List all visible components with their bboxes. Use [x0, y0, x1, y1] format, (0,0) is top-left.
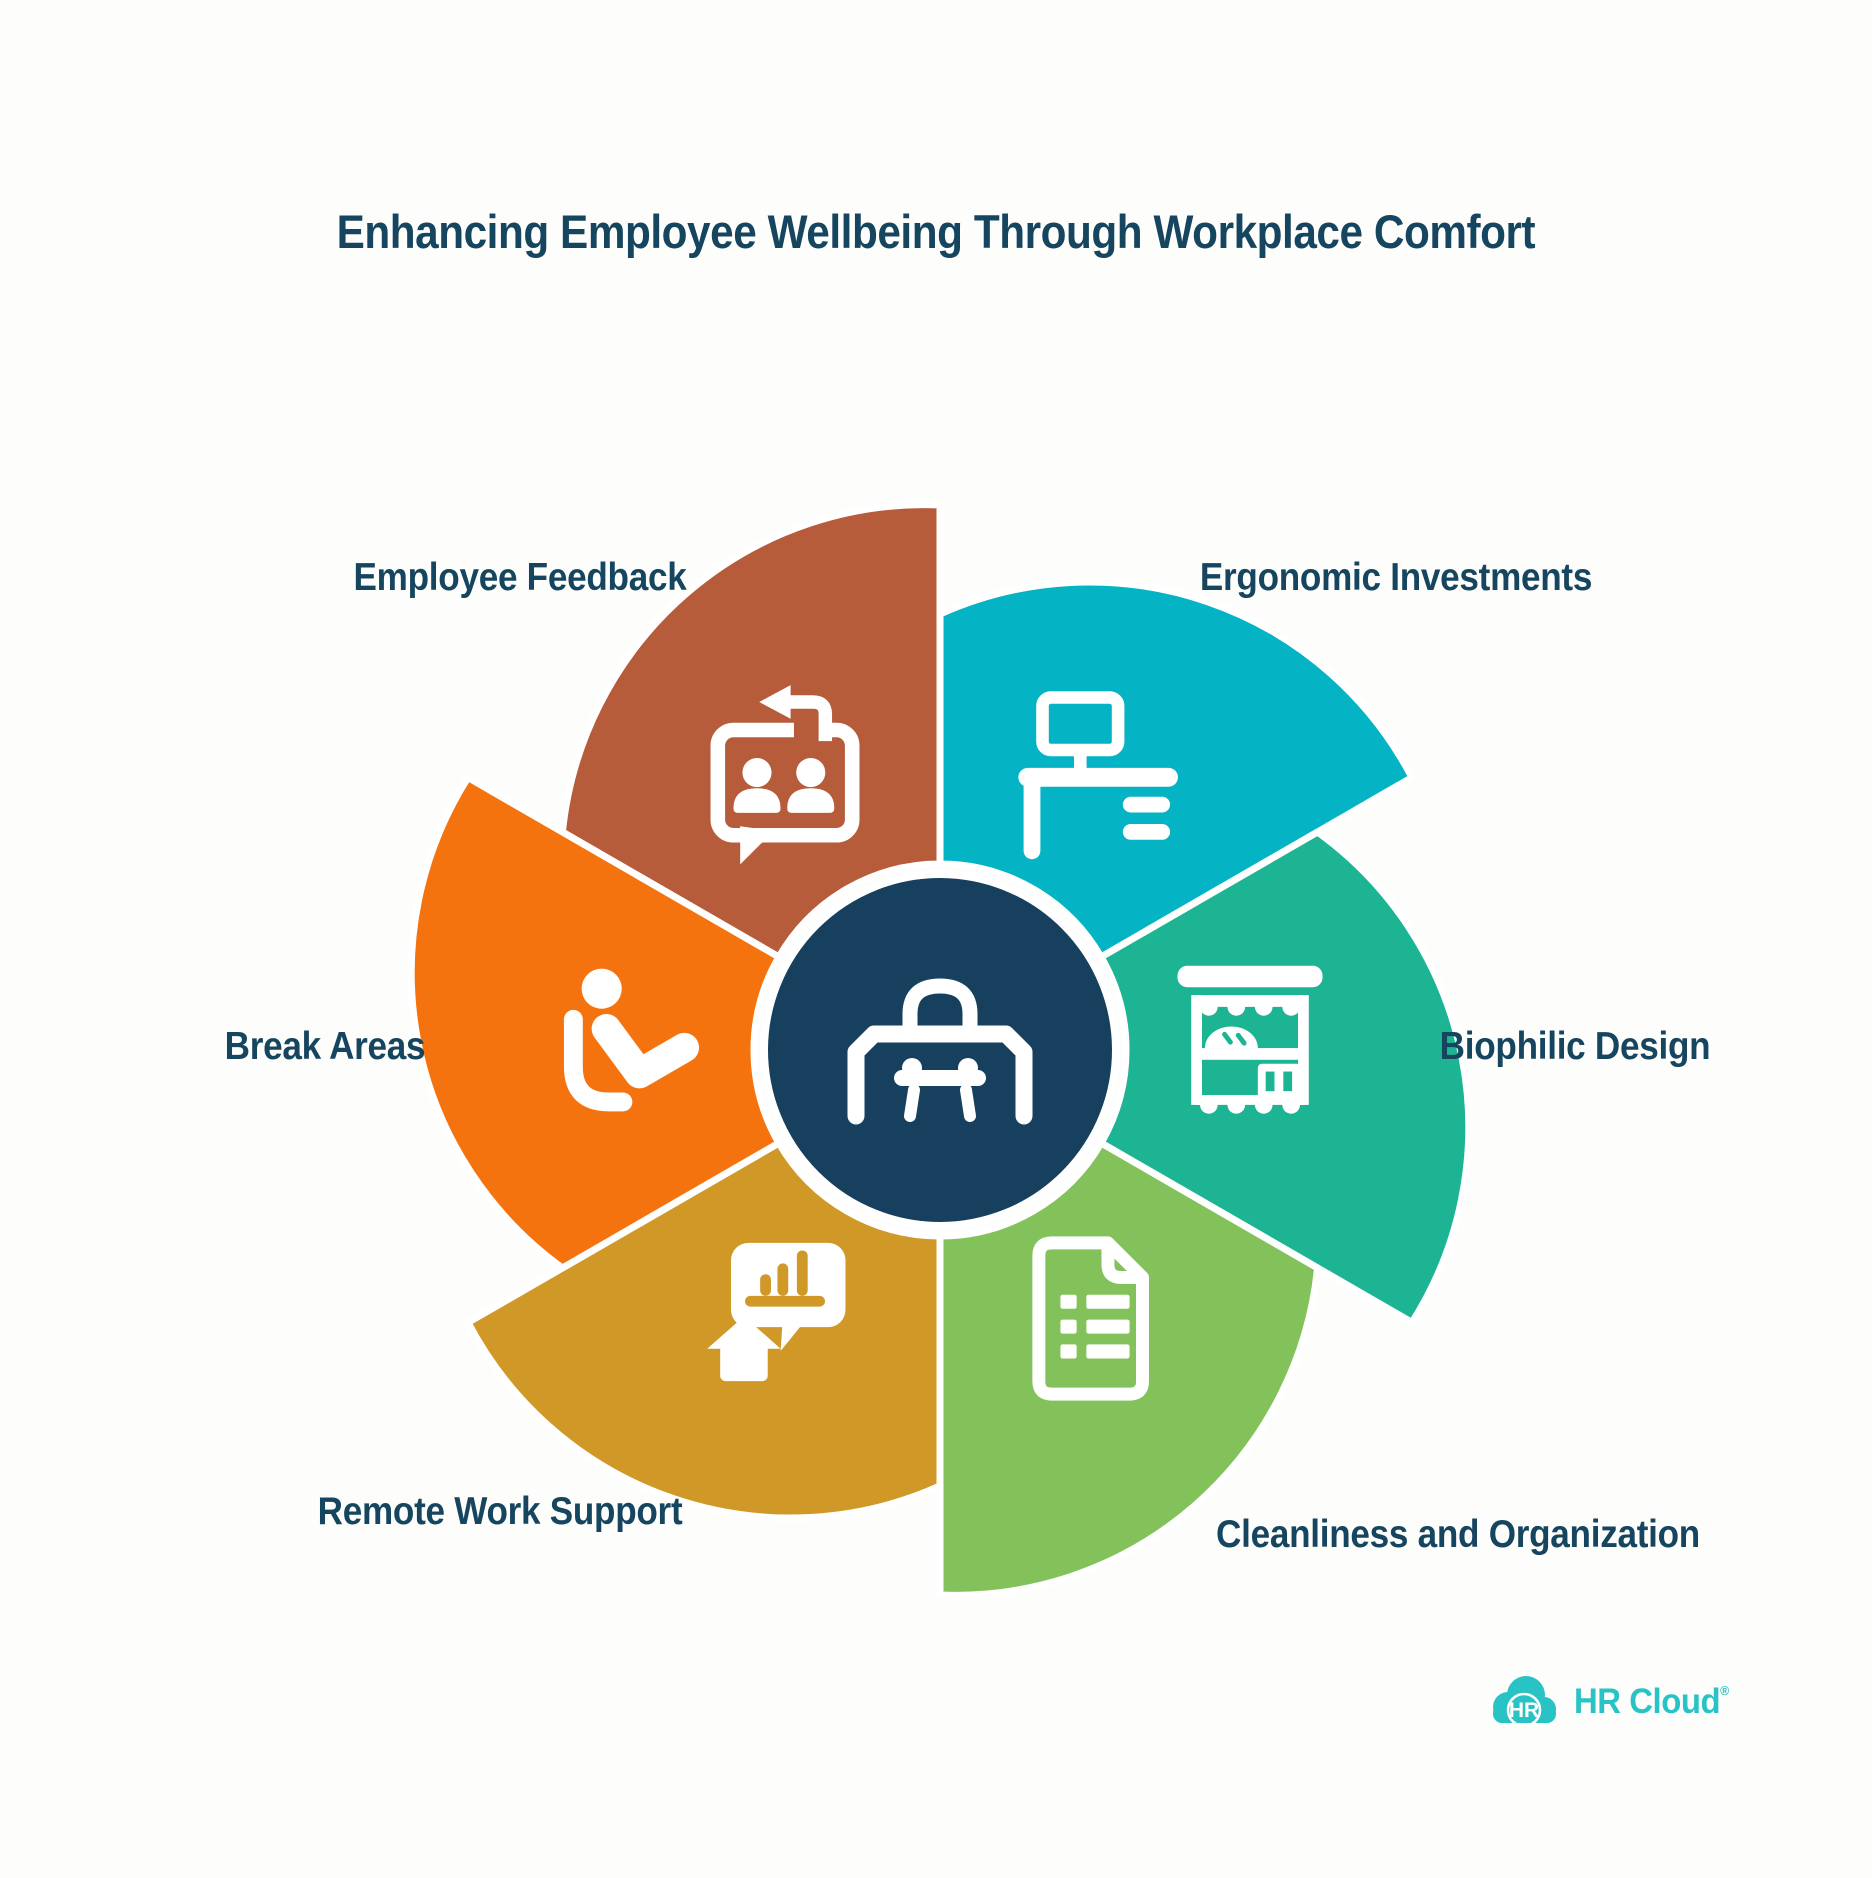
hr-cloud-logo: HR HR Cloud® [1486, 1672, 1739, 1732]
brand-name: HR Cloud [1574, 1682, 1721, 1721]
segment-label-ergonomic-investments: Ergonomic Investments [1199, 556, 1593, 599]
segment-label-remote-work-support: Remote Work Support [317, 1490, 683, 1533]
segment-shape-ergonomic-investments [936, 578, 1416, 961]
hr-badge-text: HR [1509, 1699, 1539, 1722]
hr-cloud-wordmark: HR Cloud® [1574, 1682, 1729, 1722]
biophilic-window-icon [1177, 965, 1323, 1114]
center-hub-circle [760, 870, 1120, 1230]
remote-work-icon [707, 1242, 846, 1382]
segment-label-employee-feedback: Employee Feedback [353, 556, 687, 599]
infographic-title: Enhancing Employee Wellbeing Through Wor… [336, 205, 1536, 258]
segment-shape-remote-work-support [464, 1139, 944, 1522]
break-area-icon [563, 968, 700, 1112]
workspace-desk-icon [847, 978, 1033, 1125]
registered-mark: ® [1720, 1683, 1729, 1698]
segment-label-break-areas: Break Areas [224, 1025, 426, 1068]
feedback-chat-icon [710, 685, 860, 865]
ergonomic-desk-icon [1018, 691, 1178, 860]
segment-label-cleanliness-and-organization: Cleanliness and Organization [1216, 1513, 1700, 1556]
cleanliness-checklist-icon [1032, 1236, 1150, 1401]
hr-cloud-badge-icon: HR [1493, 1676, 1556, 1728]
cloud-icon [1493, 1676, 1556, 1728]
segment-label-biophilic-design: Biophilic Design [1439, 1025, 1711, 1068]
wellbeing-pinwheel-diagram [407, 501, 1473, 1599]
page-title: Enhancing Employee Wellbeing Through Wor… [0, 204, 1872, 259]
